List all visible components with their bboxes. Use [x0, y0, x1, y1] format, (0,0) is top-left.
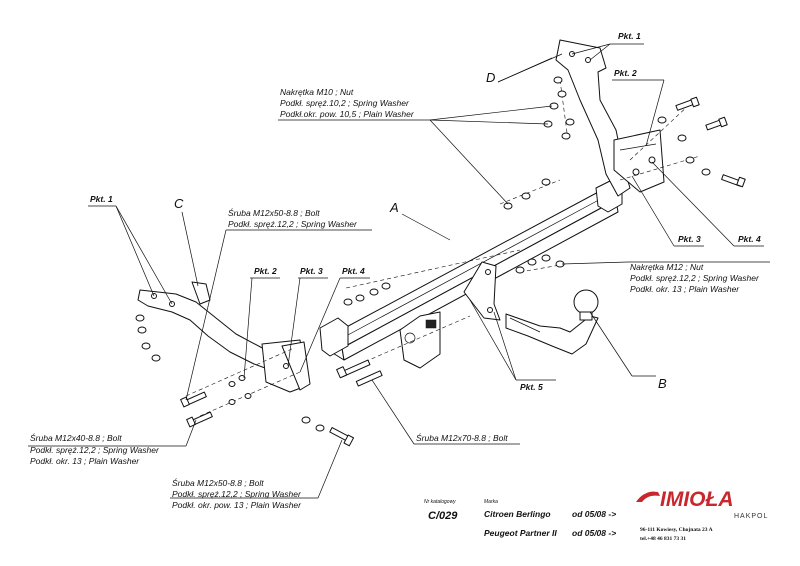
callout-bolt-m12x40: Śruba M12x40-8.8 ; Bolt Podkł. spręż.12,… — [30, 432, 160, 466]
title-block: Nr katalogowy C/029 Marka Citroen Berlin… — [424, 499, 616, 538]
brand-label: Marka — [484, 499, 498, 505]
pkt5-label: Pkt. 5 — [520, 382, 543, 392]
callout-line: Podkł. spręż.12,2 ; Spring Washer — [630, 273, 760, 283]
callout-line: Podkł. okr. 13 ; Plain Washer — [30, 456, 140, 466]
model-row-1: Citroen Berlingo — [484, 509, 551, 519]
company-address: 96-111 Kowiesy, Chojnata 23 A — [640, 527, 713, 533]
callout-bolt-m12x70: Śruba M12x70-8.8 ; Bolt — [416, 432, 508, 443]
callout-nut-m10: Nakrętka M10 ; Nut Podkł. spręż.10,2 ; S… — [280, 87, 415, 119]
callout-bolt-m12x50-bottom: Śruba M12x50-8.8 ; Bolt Podkł. spręż.12,… — [172, 477, 302, 510]
callout-line: Śruba M12x70-8.8 ; Bolt — [416, 432, 508, 443]
callout-line: Podkł. spręż.12,2 ; Spring Washer — [30, 445, 160, 455]
callout-line: Śruba M12x40-8.8 ; Bolt — [30, 432, 122, 443]
bracket-d — [555, 39, 665, 197]
part-labels: Pkt. 1 Pkt. 2 Pkt. 3 Pkt. 4 Pkt. 1 Pkt. … — [90, 31, 761, 392]
company-logo: IMIOŁA HAKPOL 96-111 Kowiesy, Chojnata 2… — [636, 488, 768, 542]
letter-b: B — [658, 376, 667, 391]
callout-line: Podkł.okr. pow. 10,5 ; Plain Washer — [280, 109, 415, 119]
towball-b — [505, 289, 599, 355]
callout-line: Podkł. spręż.12,2 ; Spring Washer — [172, 489, 302, 499]
catalog-label: Nr katalogowy — [424, 499, 456, 505]
callout-line: Podkł. spręż.10,2 ; Spring Washer — [280, 98, 410, 108]
fasteners — [135, 76, 746, 447]
pkt4-mid-label: Pkt. 4 — [342, 266, 365, 276]
leader-lines — [28, 43, 770, 499]
letter-d: D — [486, 70, 495, 85]
callout-line: Podkł. okr. pow. 13 ; Plain Washer — [172, 500, 302, 510]
callout-bolt-m12x50-top: Śruba M12x50-8.8 ; Bolt Podkł. spręż.12,… — [228, 207, 358, 229]
letter-a: A — [389, 200, 399, 215]
logo-text: IMIOŁA — [660, 488, 734, 511]
pkt3-right-label: Pkt. 3 — [678, 234, 701, 244]
from-row-2: od 05/08 -> — [572, 528, 616, 538]
callout-line: Podkł. spręż.12,2 ; Spring Washer — [228, 219, 358, 229]
catalog-number: C/029 — [428, 510, 458, 522]
company-phone: tel.+48 46 831 73 31 — [640, 536, 686, 542]
pkt1-top-label: Pkt. 1 — [618, 31, 641, 41]
callout-line: Nakrętka M10 ; Nut — [280, 87, 354, 97]
pkt3-mid-label: Pkt. 3 — [300, 266, 323, 276]
socket-plate — [399, 261, 501, 369]
letter-c: C — [174, 196, 184, 211]
callout-nut-m12: Nakrętka M12 ; Nut Podkł. spręż.12,2 ; S… — [630, 262, 760, 294]
callout-line: Śruba M12x50-8.8 ; Bolt — [228, 207, 320, 218]
from-row-1: od 05/08 -> — [572, 509, 616, 519]
bracket-c — [137, 281, 311, 393]
callout-line: Nakrętka M12 ; Nut — [630, 262, 704, 272]
logo-hook-icon — [636, 491, 660, 502]
pkt2-mid-label: Pkt. 2 — [254, 266, 277, 276]
pkt1-left-label: Pkt. 1 — [90, 194, 113, 204]
pkt2-right-label: Pkt. 2 — [614, 68, 637, 78]
model-row-2: Peugeot Partner II — [484, 528, 557, 538]
callout-line: Podkł. okr. 13 ; Plain Washer — [630, 284, 740, 294]
pkt4-right-label: Pkt. 4 — [738, 234, 761, 244]
callout-line: Śruba M12x50-8.8 ; Bolt — [172, 477, 264, 488]
logo-subtext: HAKPOL — [734, 513, 768, 520]
